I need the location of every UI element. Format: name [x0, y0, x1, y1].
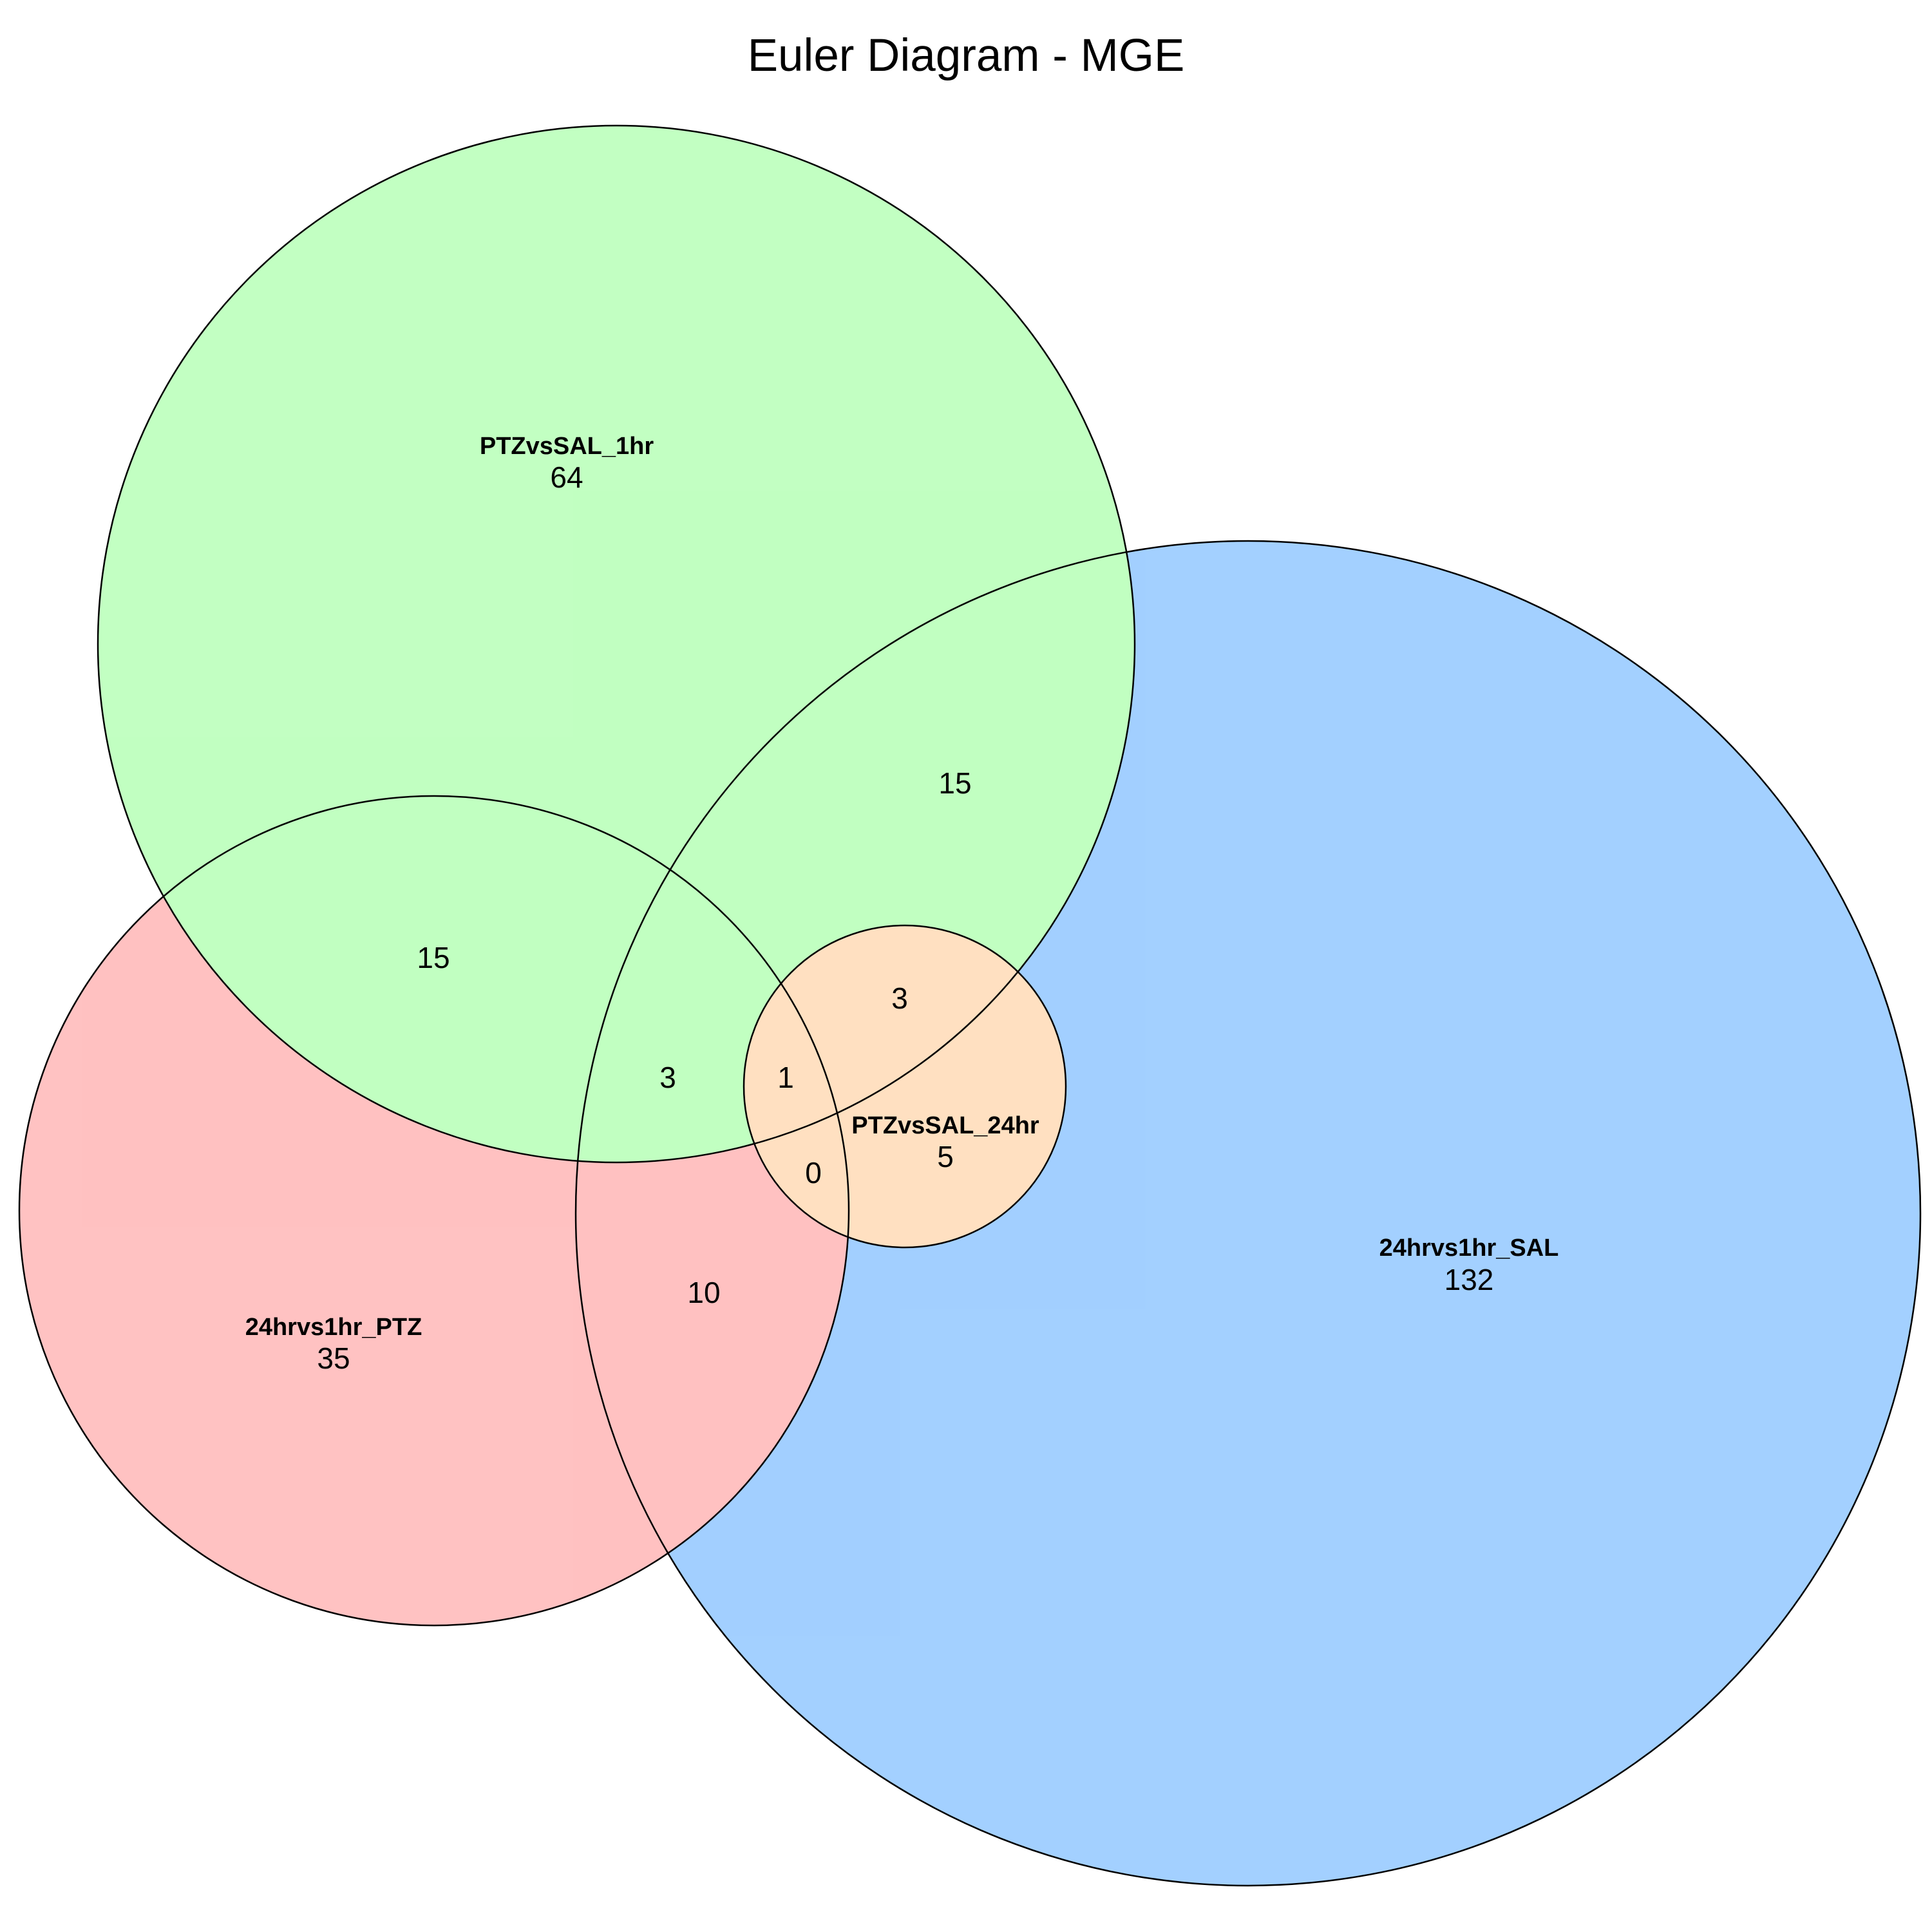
label-ptzvssal-1hr: PTZvsSAL_1hr [480, 433, 654, 460]
set-circle-ptzvssal-24hr [744, 925, 1066, 1247]
count-ptzvssal-24hr-only: 5 [937, 1140, 954, 1173]
circle-fills [19, 126, 1920, 1886]
count-ptz-sal-ptz24: 0 [805, 1156, 822, 1189]
count-ptz1-sal-ptz24: 3 [891, 981, 908, 1015]
count-ptz1-sal: 15 [938, 766, 971, 800]
count-ptzvssal-1hr-only: 64 [550, 460, 583, 494]
diagram-title: Euler Diagram - MGE [748, 30, 1185, 81]
outline-ptzvssal-1hr [97, 124, 1136, 1164]
set-circle-ptzvssal-1hr [98, 126, 1135, 1162]
count-ptz-sal: 10 [687, 1276, 720, 1309]
count-all-four: 1 [777, 1061, 794, 1094]
label-24hrvs1hr-sal: 24hrvs1hr_SAL [1379, 1235, 1559, 1262]
outline-24hrvs1hr-ptz [18, 795, 850, 1627]
circle-outlines [18, 124, 1922, 1887]
count-24hrvs1hr-ptz-only: 35 [317, 1341, 350, 1375]
count-24hrvs1hr-sal-only: 132 [1444, 1263, 1494, 1296]
count-ptz1-ptz: 15 [417, 941, 450, 974]
outline-ptzvssal-24hr [743, 924, 1067, 1249]
label-ptzvssal-24hr: PTZvsSAL_24hr [851, 1112, 1039, 1139]
label-24hrvs1hr-ptz: 24hrvs1hr_PTZ [245, 1314, 422, 1341]
count-ptz1-ptz-sal: 3 [659, 1061, 676, 1094]
outline-24hrvs1hr-sal [574, 540, 1922, 1887]
